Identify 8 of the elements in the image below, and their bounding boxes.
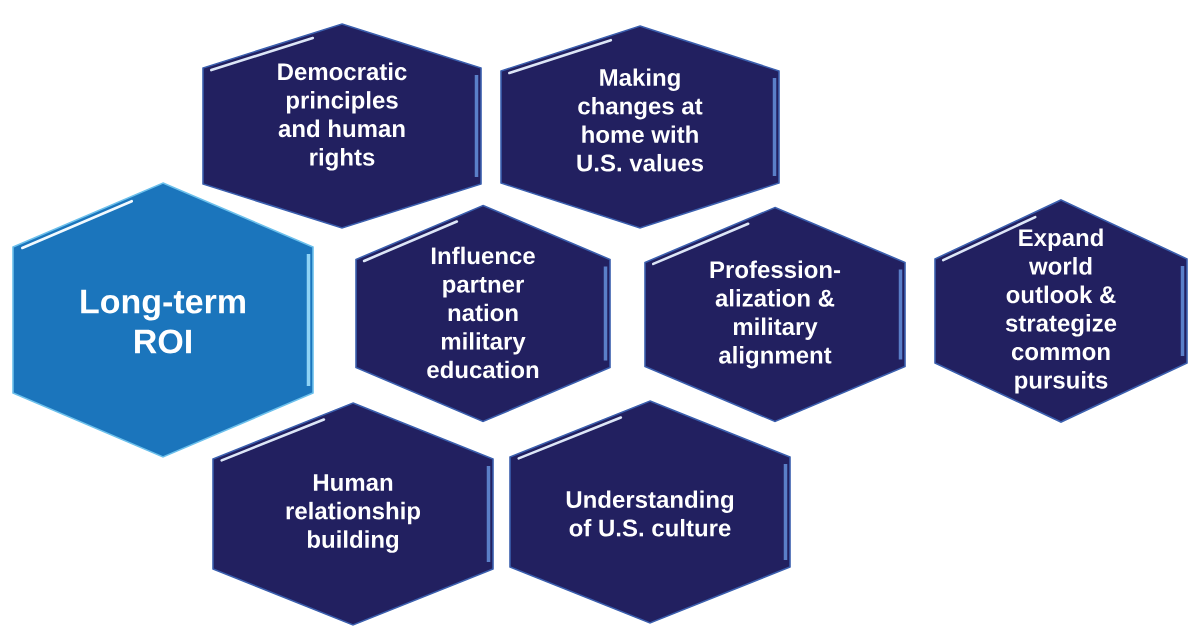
hexagon: Expand world outlook & strategize common pursuits — [934, 199, 1188, 423]
hexagon: Long-term ROI — [12, 182, 314, 458]
hexagon: Profession- alization & military alignment — [644, 206, 906, 423]
hexagon: Democratic principles and human rights — [202, 23, 482, 229]
hexagon: Influence partner nation military education — [355, 204, 611, 423]
hexagon: Understanding of U.S. culture — [509, 400, 791, 624]
hexagon: Making changes at home with U.S. values — [500, 25, 780, 229]
hexagon: Human relationship building — [212, 402, 494, 626]
